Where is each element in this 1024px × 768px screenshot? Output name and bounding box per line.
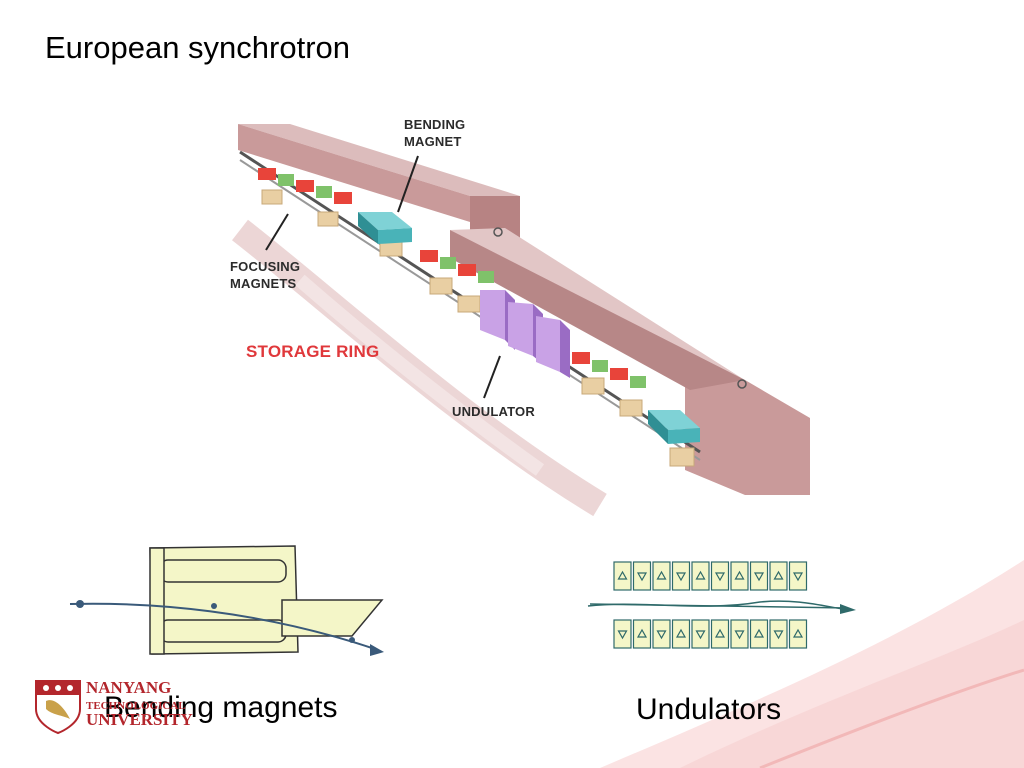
bending-magnet-1 <box>358 212 412 244</box>
undulator-pole-arrow <box>773 630 784 640</box>
caption-undulators: Undulators <box>636 693 782 726</box>
undulator-pole-arrow <box>656 630 667 640</box>
label-focusing-magnets: FOCUSING MAGNETS <box>230 258 300 292</box>
undulator-pole-arrow <box>714 572 726 582</box>
wall-right-side <box>450 230 745 390</box>
slide-title: European synchrotron <box>45 30 351 65</box>
logo-line2: TECHNOLOGICAL <box>86 700 186 712</box>
wall-left-face <box>238 124 470 222</box>
label-focusing-magnets-line1: FOCUSING <box>230 259 301 274</box>
undulator-pole-arrow <box>734 630 745 640</box>
label-undulator: UNDULATOR <box>452 404 535 419</box>
caption-bending-magnets: Bending magnets <box>104 691 338 724</box>
wall-left-top <box>238 124 520 196</box>
logo-line3: UNIVERSITY <box>86 710 193 729</box>
undulator-block <box>652 561 671 591</box>
undulator-pole-arrow <box>773 570 784 580</box>
undulator-block <box>652 619 671 649</box>
undulator-pole-arrow <box>792 572 804 582</box>
bending-magnet-leader <box>397 155 419 213</box>
undulator-pole-arrow <box>617 630 628 640</box>
undulator-block <box>671 619 691 649</box>
undulator-block <box>788 619 808 649</box>
undulator-block <box>788 561 808 591</box>
label-bending-magnet-line2: MAGNET <box>404 134 462 149</box>
undulator-pole-arrow <box>636 572 648 582</box>
undulator-pole-arrow <box>792 628 804 638</box>
undulator-block <box>632 561 652 591</box>
label-bending-magnet: BENDING MAGNET <box>404 116 465 150</box>
undulator-block <box>749 561 769 591</box>
undulator-pole-arrow <box>753 572 765 582</box>
label-bending-magnet-line1: BENDING <box>404 117 466 132</box>
label-focusing-magnets-line2: MAGNETS <box>230 276 297 291</box>
undulator-pole-arrow <box>695 570 706 580</box>
undulator-block <box>730 561 749 591</box>
wall-right-face <box>685 380 810 495</box>
undulator-block <box>613 561 632 591</box>
ring-floor-arc-inner <box>295 274 545 476</box>
undulator-pole-arrow <box>617 570 628 580</box>
undulator-pole-arrow <box>675 628 687 638</box>
wall-port <box>493 227 503 237</box>
magnet-supports <box>261 189 695 467</box>
undulator-block <box>769 619 788 649</box>
undulator <box>480 290 570 378</box>
undulator-leader <box>483 355 501 399</box>
undulator-block <box>710 561 730 591</box>
university-crest-icon <box>35 680 81 735</box>
undulator-block <box>691 619 710 649</box>
wall-port-2 <box>737 379 747 389</box>
undulator-block <box>671 561 691 591</box>
undulator-block <box>749 619 769 649</box>
undulator-block <box>710 619 730 649</box>
focusing-magnets <box>258 168 646 388</box>
undulator-block <box>730 619 749 649</box>
label-storage-ring: STORAGE RING <box>246 342 380 361</box>
undulator-block <box>769 561 788 591</box>
focusing-magnets-leader <box>265 213 289 251</box>
undulator-block <box>613 619 632 649</box>
logo-line1: NANYANG <box>86 678 172 697</box>
undulator-pole-arrow <box>734 570 745 580</box>
undulator-block <box>632 619 652 649</box>
undulator-pole-arrow <box>636 628 648 638</box>
undulator-block <box>691 561 710 591</box>
undulator-pole-arrow <box>675 572 687 582</box>
undulator-pole-arrow <box>753 628 765 638</box>
university-logo: NANYANG TECHNOLOGICAL UNIVERSITY <box>34 679 194 739</box>
bending-magnet-2 <box>648 410 700 444</box>
undulator-pole-arrow <box>656 570 667 580</box>
undulator-pole-arrow <box>714 628 726 638</box>
undulator-pole-arrow <box>695 630 706 640</box>
